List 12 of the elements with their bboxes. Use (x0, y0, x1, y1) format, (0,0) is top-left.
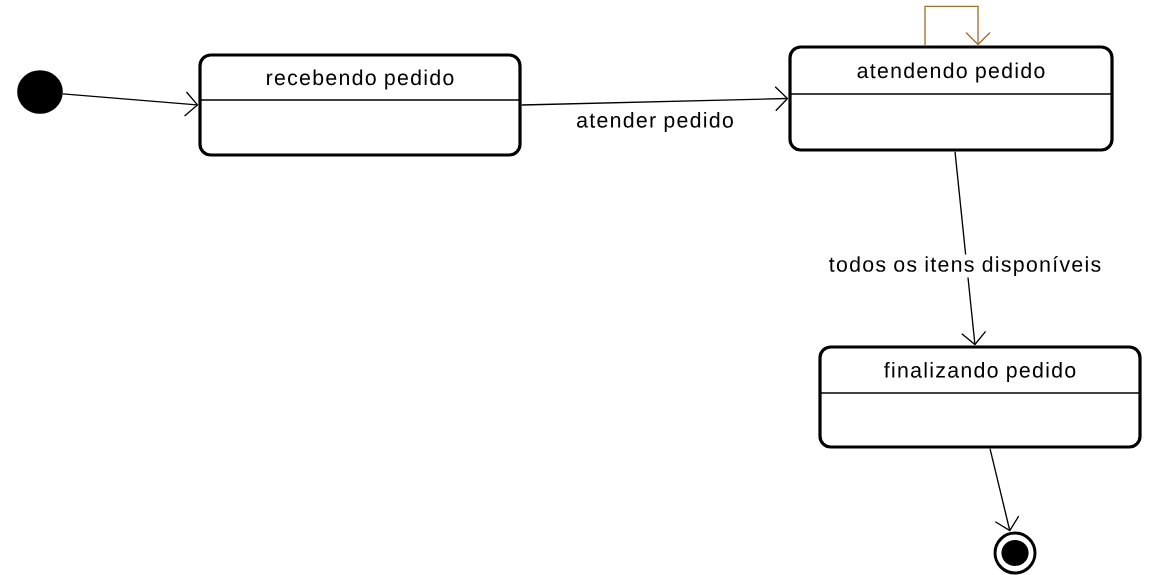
state-box: atendendo pedido (788, 45, 1114, 152)
arrow (520, 86, 789, 112)
state-box: recebendo pedido (198, 53, 522, 157)
edge-label: atender pedido (574, 110, 736, 134)
initial-state-dot (17, 70, 63, 114)
arrow (924, 5, 991, 47)
arrow (989, 447, 1020, 532)
edge-label: todos os itens disponíveis (827, 254, 1103, 278)
state-box: finalizando pedido (818, 345, 1142, 449)
final-state-symbol (993, 531, 1037, 575)
arrow (954, 150, 987, 346)
arrow (62, 91, 199, 117)
